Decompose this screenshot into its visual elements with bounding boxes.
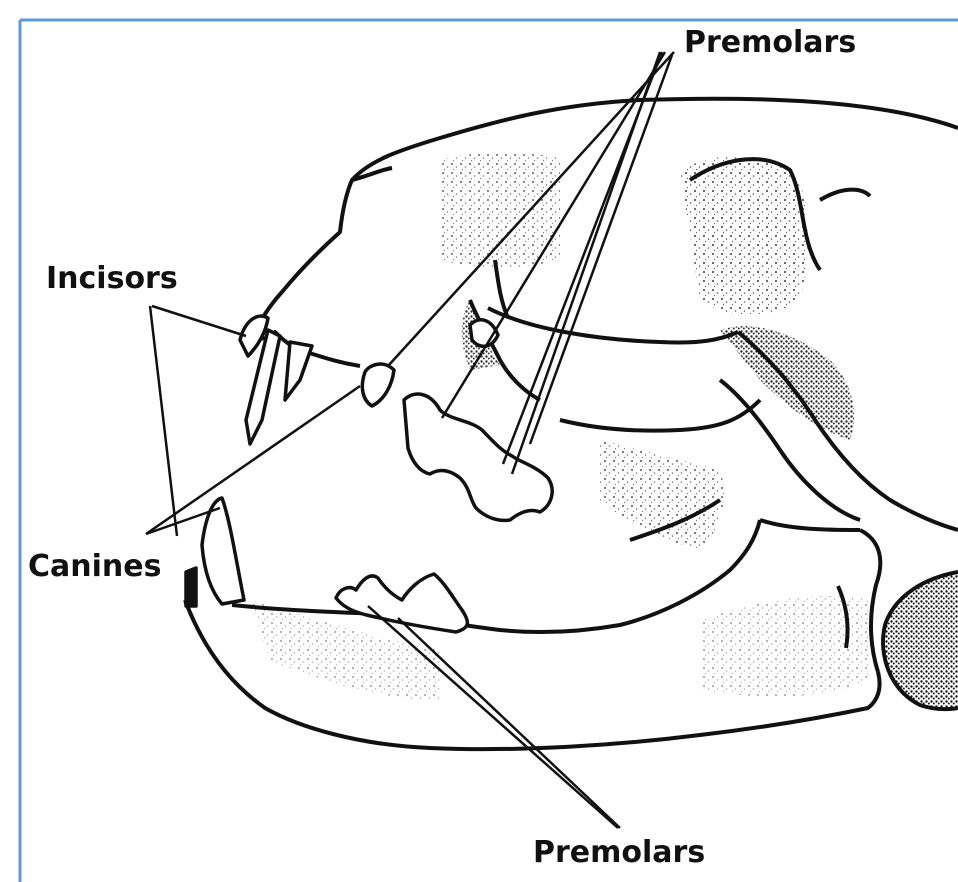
label-premolars-lower: Premolars	[533, 838, 705, 868]
label-canines: Canines	[28, 552, 161, 582]
shading	[250, 152, 870, 700]
label-premolars-upper: Premolars	[684, 28, 856, 58]
upper-teeth	[240, 316, 552, 520]
label-incisors: Incisors	[46, 264, 178, 294]
